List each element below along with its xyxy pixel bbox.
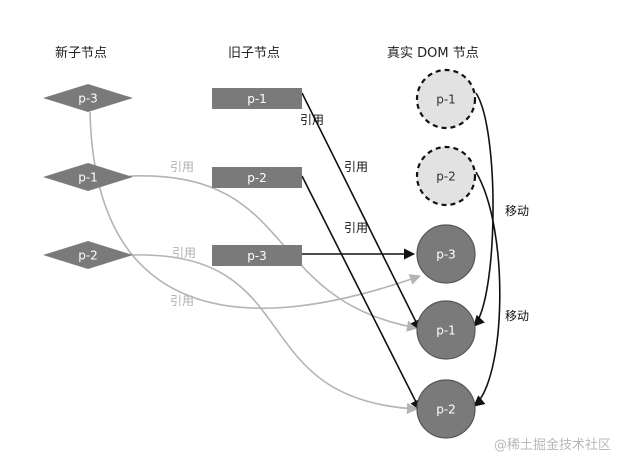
new-node-1: p-3 — [43, 84, 133, 112]
old-node-2: p-2 — [212, 167, 302, 188]
ref-curve-new-p2 — [129, 254, 419, 415]
real-dom-new-1-label: p-3 — [436, 248, 456, 262]
ref-label-new-1: 引用 — [170, 160, 194, 174]
ref-arrow-old-p1 — [301, 92, 421, 332]
old-node-3: p-3 — [212, 245, 302, 266]
watermark: @稀土掘金技术社区 — [493, 438, 611, 453]
real-dom-old-2: p-2 — [415, 145, 477, 207]
new-node-3-label: p-2 — [78, 249, 98, 263]
real-dom-new-2: p-1 — [416, 300, 476, 360]
real-dom-old-1: p-1 — [415, 68, 477, 130]
real-dom-new-3: p-2 — [416, 379, 476, 439]
move-label-2: 移动 — [505, 309, 529, 323]
ref-curve-new-p3 — [89, 111, 422, 309]
move-arrow-p2 — [473, 171, 501, 407]
real-dom-old-1-label: p-1 — [436, 93, 456, 107]
header-new-children: 新子节点 — [55, 46, 108, 61]
old-node-2-label: p-2 — [247, 171, 267, 185]
new-node-3: p-2 — [43, 241, 133, 269]
header-real-dom: 真实 DOM 节点 — [387, 46, 479, 61]
ref-label-new-2: 引用 — [172, 246, 196, 260]
ref-arrow-old-p2 — [301, 175, 421, 412]
move-arrow-p1 — [473, 92, 494, 327]
new-node-1-label: p-3 — [78, 92, 98, 106]
ref-label-new-3: 引用 — [170, 294, 194, 308]
move-label-1: 移动 — [505, 204, 529, 218]
ref-curve-new-p1 — [129, 175, 419, 332]
real-dom-old-2-label: p-2 — [436, 170, 456, 184]
real-dom-new-3-label: p-2 — [436, 403, 456, 417]
real-dom-new-1: p-3 — [416, 224, 476, 284]
ref-label-old-1: 引用 — [300, 113, 324, 127]
header-old-children: 旧子节点 — [228, 46, 281, 61]
new-node-2: p-1 — [43, 163, 133, 191]
ref-label-old-3: 引用 — [344, 221, 368, 235]
old-node-3-label: p-3 — [247, 249, 267, 263]
ref-label-old-2: 引用 — [344, 160, 368, 174]
old-node-1-label: p-1 — [247, 92, 267, 106]
old-node-1: p-1 — [212, 88, 302, 109]
new-node-2-label: p-1 — [78, 171, 98, 185]
real-dom-new-2-label: p-1 — [436, 324, 456, 338]
